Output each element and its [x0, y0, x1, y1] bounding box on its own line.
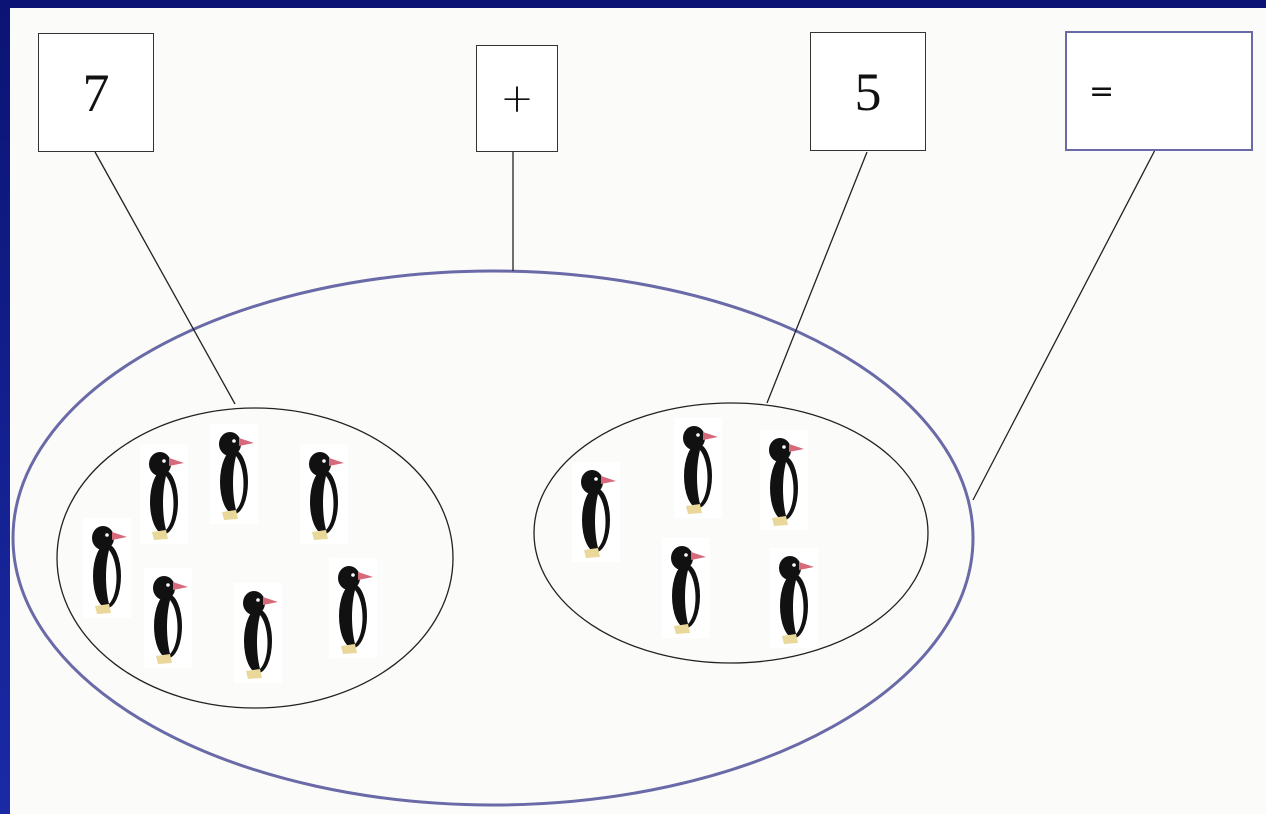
second-number-box: 5 [810, 32, 926, 151]
second-number-text: 5 [854, 61, 882, 122]
first-number-text: 7 [82, 62, 110, 123]
operator-box: + [476, 45, 558, 152]
left-group-penguin-icon [210, 424, 258, 524]
equals-sign-text: = [1089, 73, 1115, 109]
left-group-penguin-icon [83, 518, 131, 618]
right-group-penguin-icon [770, 548, 818, 648]
operator-text: + [500, 75, 534, 122]
right-group-penguin-icon [674, 418, 722, 518]
right-group-ellipse [533, 402, 929, 664]
connector-second-number [766, 151, 868, 404]
left-group-penguin-icon [234, 583, 282, 683]
left-group-penguin-icon [144, 568, 192, 668]
left-group-penguin-icon [140, 444, 188, 544]
connector-result [972, 149, 1156, 501]
result-box[interactable]: = [1065, 31, 1253, 151]
right-group-penguin-icon [572, 462, 620, 562]
total-set-ellipse [11, 269, 975, 807]
left-group-penguin-icon [300, 444, 348, 544]
left-group-penguin-icon [329, 558, 377, 658]
connector-first-number [94, 151, 236, 405]
first-number-box: 7 [38, 33, 154, 152]
left-group-ellipse [56, 407, 454, 709]
right-group-penguin-icon [662, 538, 710, 638]
right-group-penguin-icon [760, 430, 808, 530]
